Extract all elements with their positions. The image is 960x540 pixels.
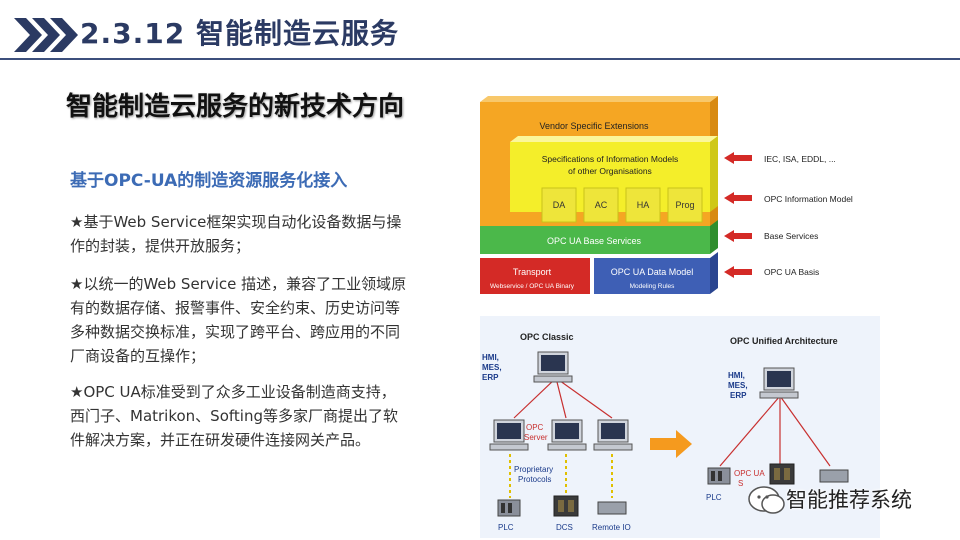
- transport-label: Transport: [513, 267, 552, 277]
- opc-server-label-2: Server: [524, 433, 548, 442]
- device-label-plc: PLC: [498, 523, 514, 532]
- slide-title: 智能制造云服务的新技术方向: [66, 92, 405, 122]
- dcs-device-icon: [553, 495, 579, 517]
- opc-comparison-diagram: OPC Classic OPC Unified Architecture HMI…: [480, 316, 880, 538]
- ua-title: OPC Unified Architecture: [730, 336, 838, 346]
- arrow-label-base-services: Base Services: [764, 231, 818, 241]
- data-model-label: OPC UA Data Model: [611, 267, 694, 277]
- ua-hmi-label-2: MES,: [728, 381, 748, 390]
- model-label-ha: HA: [637, 200, 650, 210]
- hmi-label-2: MES,: [482, 363, 502, 372]
- ua-server-label-2: S: [738, 479, 743, 488]
- spec-label-line2: of other Organisations: [568, 166, 652, 176]
- model-box-ha: HA: [625, 187, 661, 223]
- arrow-left-icon: [724, 230, 752, 242]
- computer-icon: [759, 367, 799, 399]
- plc-device-icon: [497, 499, 521, 517]
- plc-device-icon: [707, 467, 731, 485]
- arrow-right-icon: [650, 430, 692, 458]
- ua-device-label-plc: PLC: [706, 493, 722, 502]
- model-label-da: DA: [553, 200, 566, 210]
- remote-io-icon: [819, 469, 849, 483]
- proprietary-label-2: Protocols: [518, 475, 551, 484]
- header-bar: 2.3.12 智能制造云服务: [0, 0, 960, 62]
- hmi-label-1: HMI,: [482, 353, 499, 362]
- ua-server-label-1: OPC UA: [734, 469, 765, 478]
- arrow-label-info-model: OPC Information Model: [764, 194, 853, 204]
- opc-ua-architecture-diagram: Vendor Specific Extensions Specification…: [480, 96, 853, 294]
- hmi-label-3: ERP: [482, 373, 499, 382]
- wechat-logo-icon: [748, 486, 785, 514]
- computer-icon: [593, 419, 633, 451]
- arrow-left-icon: [724, 266, 752, 278]
- dcs-device-icon: [769, 463, 795, 485]
- model-box-da: DA: [541, 187, 577, 223]
- paragraph-unified-description: ★以统一的Web Service 描述，兼容了工业领域原有的数据存储、报警事件、…: [70, 275, 407, 365]
- transport-sub-label: Webservice / OPC UA Binary: [490, 283, 575, 290]
- model-box-prog: Prog: [667, 187, 703, 223]
- device-label-dcs: DCS: [556, 523, 573, 532]
- ua-hmi-label-3: ERP: [730, 391, 747, 400]
- opc-server-label-1: OPC: [526, 423, 544, 432]
- chevron-right-icon: [14, 18, 78, 52]
- computer-icon: [489, 419, 529, 451]
- computer-icon: [547, 419, 587, 451]
- paragraph-vendor-support: ★OPC UA标准受到了众多工业设备制造商支持，西门子、Matrikon、Sof…: [70, 383, 398, 449]
- model-label-ac: AC: [595, 200, 608, 210]
- arrow-left-icon: [724, 192, 752, 204]
- model-label-prog: Prog: [675, 200, 694, 210]
- subtitle: 基于OPC-UA的制造资源服务化接入: [70, 171, 348, 191]
- base-services-label: OPC UA Base Services: [547, 236, 642, 246]
- section-title: 2.3.12 智能制造云服务: [80, 17, 399, 50]
- classic-title: OPC Classic: [520, 332, 574, 342]
- vendor-label: Vendor Specific Extensions: [539, 121, 649, 131]
- computer-icon: [533, 351, 573, 383]
- watermark-text: 智能推荐系统: [786, 488, 912, 512]
- arrow-label-iec: IEC, ISA, EDDL, ...: [764, 154, 836, 164]
- remote-io-icon: [597, 501, 627, 515]
- device-label-remote-io: Remote IO: [592, 523, 631, 532]
- spec-label-line1: Specifications of Information Models: [542, 154, 679, 164]
- model-box-ac: AC: [583, 187, 619, 223]
- arrow-label-ua-basis: OPC UA Basis: [764, 267, 819, 277]
- paragraph-web-service: ★基于Web Service框架实现自动化设备数据与操作的封装，提供开放服务；: [70, 213, 402, 255]
- proprietary-label-1: Proprietary: [514, 465, 553, 474]
- ua-hmi-label-1: HMI,: [728, 371, 745, 380]
- data-model-sub-label: Modeling Rules: [630, 283, 676, 290]
- header-divider: [0, 58, 960, 60]
- arrow-left-icon: [724, 152, 752, 164]
